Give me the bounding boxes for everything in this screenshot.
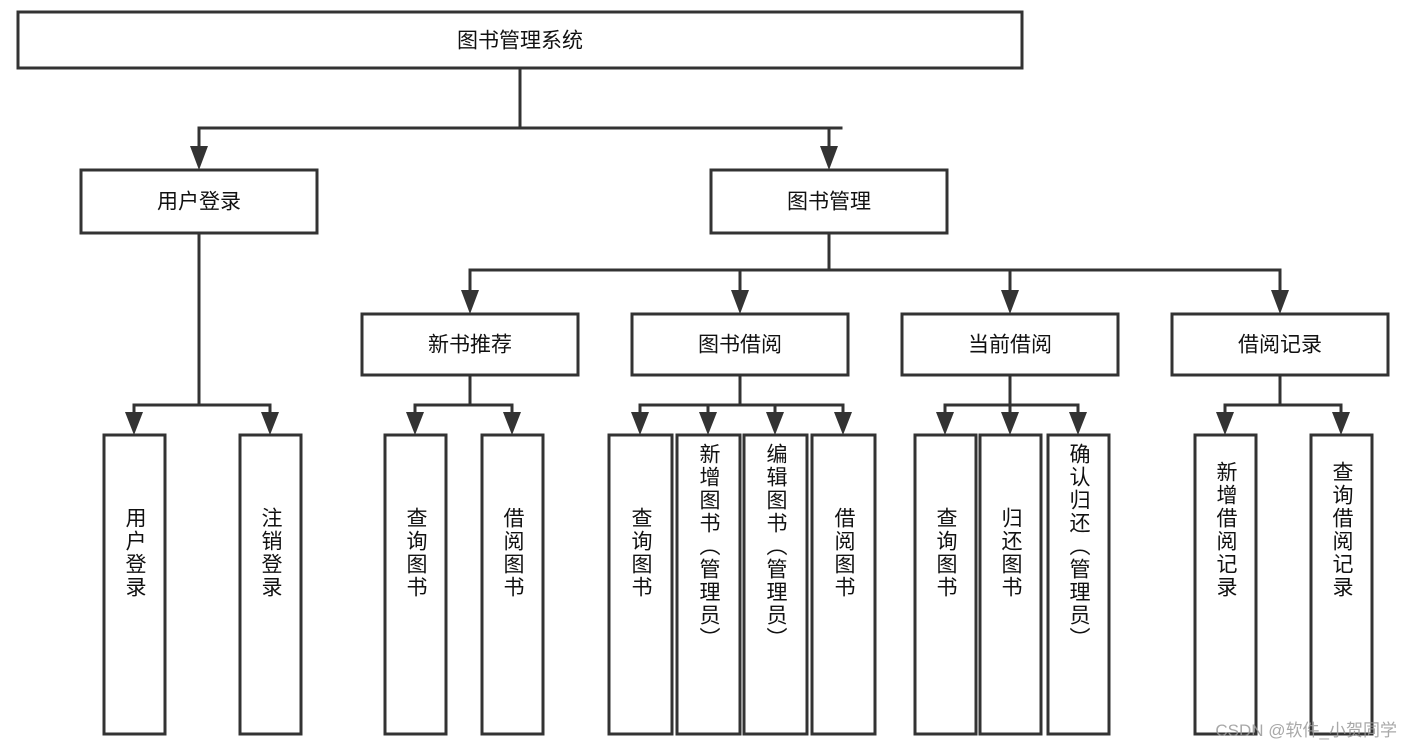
- node-borrow-record-box: [1170, 312, 1390, 377]
- arrow-head-leaf-borrow-book-2: [834, 412, 852, 435]
- node-leaf-add-record-box[interactable]: [1193, 433, 1258, 736]
- node-new-book-recommend-label: 新书推荐: [428, 334, 512, 357]
- arrow-head-book-borrow: [731, 290, 749, 314]
- node-leaf-user-login-box[interactable]: [102, 433, 167, 736]
- node-leaf-return-book-box[interactable]: [978, 433, 1043, 736]
- arrow-head-leaf-query-record: [1332, 412, 1350, 435]
- node-leaf-query-book-1-box[interactable]: [383, 433, 448, 736]
- node-borrow-record[interactable]: 借阅记录: [1170, 312, 1390, 377]
- node-user-login-box: [79, 168, 319, 235]
- arrow-head-leaf-borrow-book-1: [503, 412, 521, 435]
- node-current-borrow-label: 当前借阅: [968, 334, 1052, 357]
- arrow-head-borrow-record: [1271, 290, 1289, 314]
- node-leaf-query-record-box[interactable]: [1309, 433, 1374, 736]
- arrow-head-leaf-add-record: [1216, 412, 1234, 435]
- arrow-head-leaf-query-book-2: [631, 412, 649, 435]
- node-book-management-label: 图书管理: [787, 191, 871, 214]
- arrow-head-new-book-recommend: [461, 290, 479, 314]
- connector-group-current-borrow: [936, 373, 1087, 435]
- connector-group-user-login: [125, 231, 279, 435]
- arrow-head-leaf-return-book: [1001, 412, 1019, 435]
- arrow-head-leaf-user-login: [125, 412, 143, 435]
- connector-group-book-borrow: [631, 373, 852, 435]
- arrow-head-current-borrow: [1001, 290, 1019, 314]
- node-book-management-box: [709, 168, 949, 235]
- arrow-head-leaf-add-book: [699, 412, 717, 435]
- node-leaf-add-book-box[interactable]: [675, 433, 742, 736]
- connector-group-root: [190, 66, 843, 170]
- node-leaf-edit-book-box[interactable]: [742, 433, 809, 736]
- node-leaf-logout-login-box[interactable]: [238, 433, 303, 736]
- node-user-login[interactable]: 用户登录: [79, 168, 319, 235]
- node-leaf-query-book-2-box[interactable]: [607, 433, 674, 736]
- arrow-head-leaf-query-book-1: [406, 412, 424, 435]
- arrow-head-leaf-logout-login: [261, 412, 279, 435]
- connector-group-borrow-record: [1216, 373, 1350, 435]
- node-book-borrow-label: 图书借阅: [698, 334, 782, 357]
- node-leaf-borrow-book-2-box[interactable]: [810, 433, 877, 736]
- node-current-borrow-box: [900, 312, 1120, 377]
- arrow-head-book-management: [820, 146, 838, 170]
- node-leaf-borrow-book-1-box[interactable]: [480, 433, 545, 736]
- node-leaf-query-book-3-box[interactable]: [913, 433, 978, 736]
- node-new-book-recommend[interactable]: 新书推荐: [360, 312, 580, 377]
- node-root-label: 图书管理系统: [457, 30, 583, 53]
- node-current-borrow[interactable]: 当前借阅: [900, 312, 1120, 377]
- node-user-login-label: 用户登录: [157, 191, 241, 214]
- node-book-borrow-box: [630, 312, 850, 377]
- node-new-book-recommend-box: [360, 312, 580, 377]
- node-book-borrow[interactable]: 图书借阅: [630, 312, 850, 377]
- connector-group-book-management: [461, 231, 1289, 314]
- arrow-head-leaf-query-book-3: [936, 412, 954, 435]
- arrow-head-leaf-confirm-return: [1069, 412, 1087, 435]
- node-root-book-management-system[interactable]: 图书管理系统: [16, 10, 1024, 70]
- node-root-box: [16, 10, 1024, 70]
- node-borrow-record-label: 借阅记录: [1238, 334, 1322, 357]
- arrow-head-user-login: [190, 146, 208, 170]
- node-book-management[interactable]: 图书管理: [709, 168, 949, 235]
- connector-group-new-book-recommend: [406, 373, 521, 435]
- node-leaf-confirm-return-box[interactable]: [1046, 433, 1111, 736]
- arrow-head-leaf-edit-book: [766, 412, 784, 435]
